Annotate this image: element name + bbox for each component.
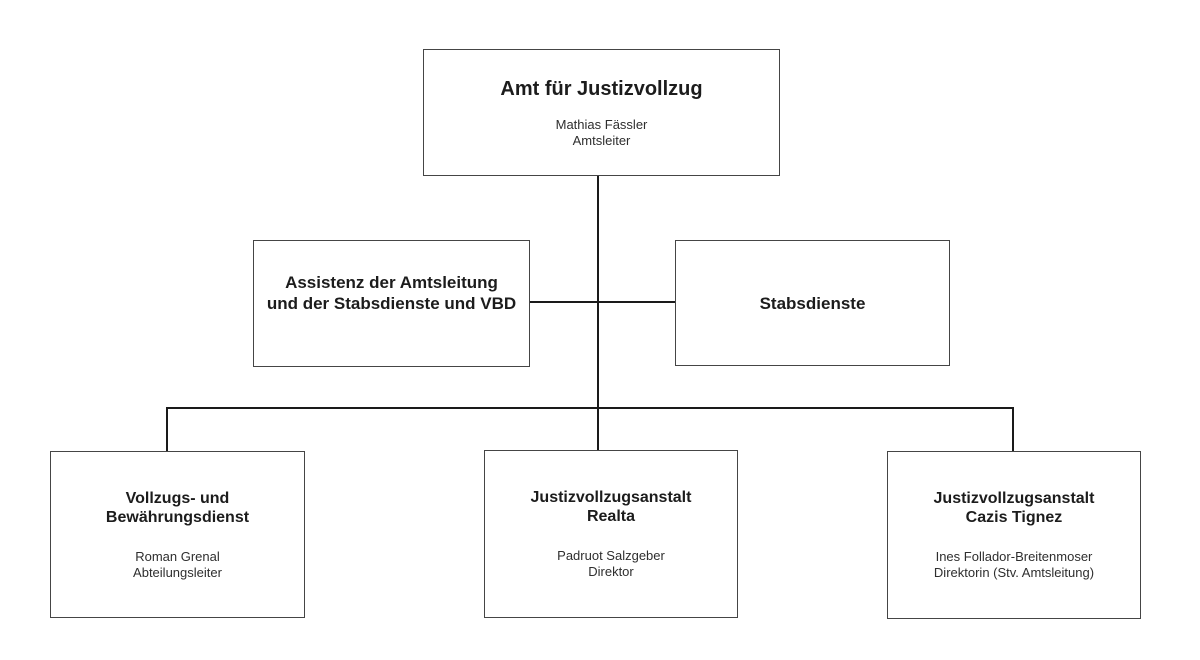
org-node-vollzugs-und-bewaehrungsdienst: Vollzugs- und Bewährungsdienst Roman Gre… (50, 451, 305, 618)
node-person-name: Mathias Fässler (555, 116, 648, 132)
connector-children-horizontal (166, 407, 1014, 409)
node-person-name: Ines Follador-Breitenmoser (935, 549, 1093, 564)
node-person-role: Direktor (588, 564, 634, 579)
node-title: Assistenz der Amtsleitung und der Stabsd… (267, 272, 516, 314)
node-person-block: Padruot Salzgeber Direktor (557, 548, 665, 580)
node-title-line-1: Justizvollzugsanstalt (933, 490, 1095, 507)
node-title-line-2: Cazis Tignez (965, 509, 1063, 526)
org-node-stabsdienste: Stabsdienste (675, 240, 950, 366)
org-node-justizvollzugsanstalt-realta: Justizvollzugsanstalt Realta Padruot Sal… (484, 450, 738, 618)
node-person-role: Amtsleiter (572, 132, 631, 148)
org-node-assistenz: Assistenz der Amtsleitung und der Stabsd… (253, 240, 530, 367)
node-person-name: Padruot Salzgeber (557, 548, 665, 563)
org-node-justizvollzugsanstalt-cazis-tignez: Justizvollzugsanstalt Cazis Tignez Ines … (887, 451, 1141, 619)
connector-root-vertical (597, 175, 599, 451)
node-title: Amt für Justizvollzug (500, 77, 703, 100)
node-title-line-2: Realta (586, 508, 635, 525)
node-title-line-2: und der Stabsdienste und VBD (266, 293, 517, 313)
node-title-line-1: Assistenz der Amtsleitung (285, 272, 498, 292)
node-person-name: Roman Grenal (135, 548, 220, 564)
node-person-block: Mathias Fässler Amtsleiter (556, 117, 648, 149)
connector-child-right-stub (1012, 407, 1014, 451)
org-node-amt-fuer-justizvollzug: Amt für Justizvollzug Mathias Fässler Am… (423, 49, 780, 176)
connector-child-left-stub (166, 407, 168, 451)
node-title: Justizvollzugsanstalt Cazis Tignez (934, 489, 1095, 527)
node-title: Stabsdienste (759, 293, 866, 313)
node-title-line-1: Justizvollzugsanstalt (530, 489, 692, 506)
node-person-block: Roman Grenal Abteilungsleiter (133, 549, 222, 581)
node-person-role: Abteilungsleiter (133, 564, 222, 580)
node-title-line-2: Bewährungsdienst (105, 508, 250, 526)
node-title-line-1: Vollzugs- und (125, 489, 230, 507)
node-person-block: Ines Follador-Breitenmoser Direktorin (S… (934, 549, 1094, 581)
node-person-role: Direktorin (Stv. Amtsleitung) (933, 565, 1095, 580)
connector-staff-horizontal (530, 301, 675, 303)
node-title: Justizvollzugsanstalt Realta (531, 488, 692, 526)
node-title: Vollzugs- und Bewährungsdienst (106, 489, 249, 527)
